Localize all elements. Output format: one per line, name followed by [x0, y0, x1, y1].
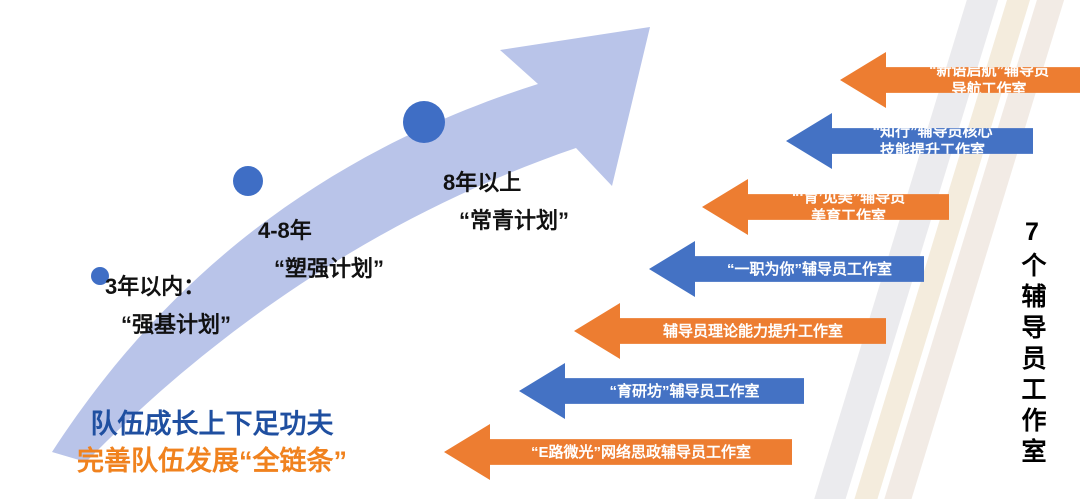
workshop-label: “E路微光”网络思政辅导员工作室	[444, 443, 792, 462]
stage-plan: “塑强计划”	[274, 256, 385, 281]
workshop-label-line1: 辅导员理论能力提升工作室	[662, 322, 843, 340]
stage-dot-medium	[233, 166, 263, 196]
stage-plan: “强基计划”	[121, 312, 232, 337]
workshop-label: “育研坊”辅导员工作室	[519, 382, 804, 401]
stage-range: 4-8年	[258, 218, 312, 243]
workshop-label-line1: “育研坊”辅导员工作室	[609, 382, 760, 400]
stage-dot-small	[91, 267, 109, 285]
stage-range: 8年以上	[443, 170, 522, 195]
slogan: 队伍成长上下足功夫 完善队伍发展“全链条”	[38, 406, 386, 480]
workshop-label-line1: “一职为你”辅导员工作室	[726, 260, 892, 278]
workshop-label: “一职为你”辅导员工作室	[649, 260, 924, 279]
stage-range: 3年以内：	[105, 274, 206, 299]
stage-label-3: 8年以上 “常青计划”	[443, 164, 569, 240]
slogan-line1: 队伍成长上下足功夫	[90, 409, 334, 439]
workshop-label: 辅导员理论能力提升工作室	[574, 322, 886, 341]
slogan-line2: 完善队伍发展“全链条”	[77, 446, 347, 476]
stage-dot-large	[403, 101, 445, 143]
stage-label-1: 3年以内： “强基计划”	[105, 268, 231, 344]
stage-label-2: 4-8年 “塑强计划”	[258, 212, 384, 288]
stage-plan: “常青计划”	[459, 208, 570, 233]
growth-swoosh-body	[52, 27, 650, 462]
workshop-label-line1: “E路微光”网络思政辅导员工作室	[530, 443, 751, 461]
side-label-vertical: 7个辅导员工作室	[1018, 218, 1046, 469]
